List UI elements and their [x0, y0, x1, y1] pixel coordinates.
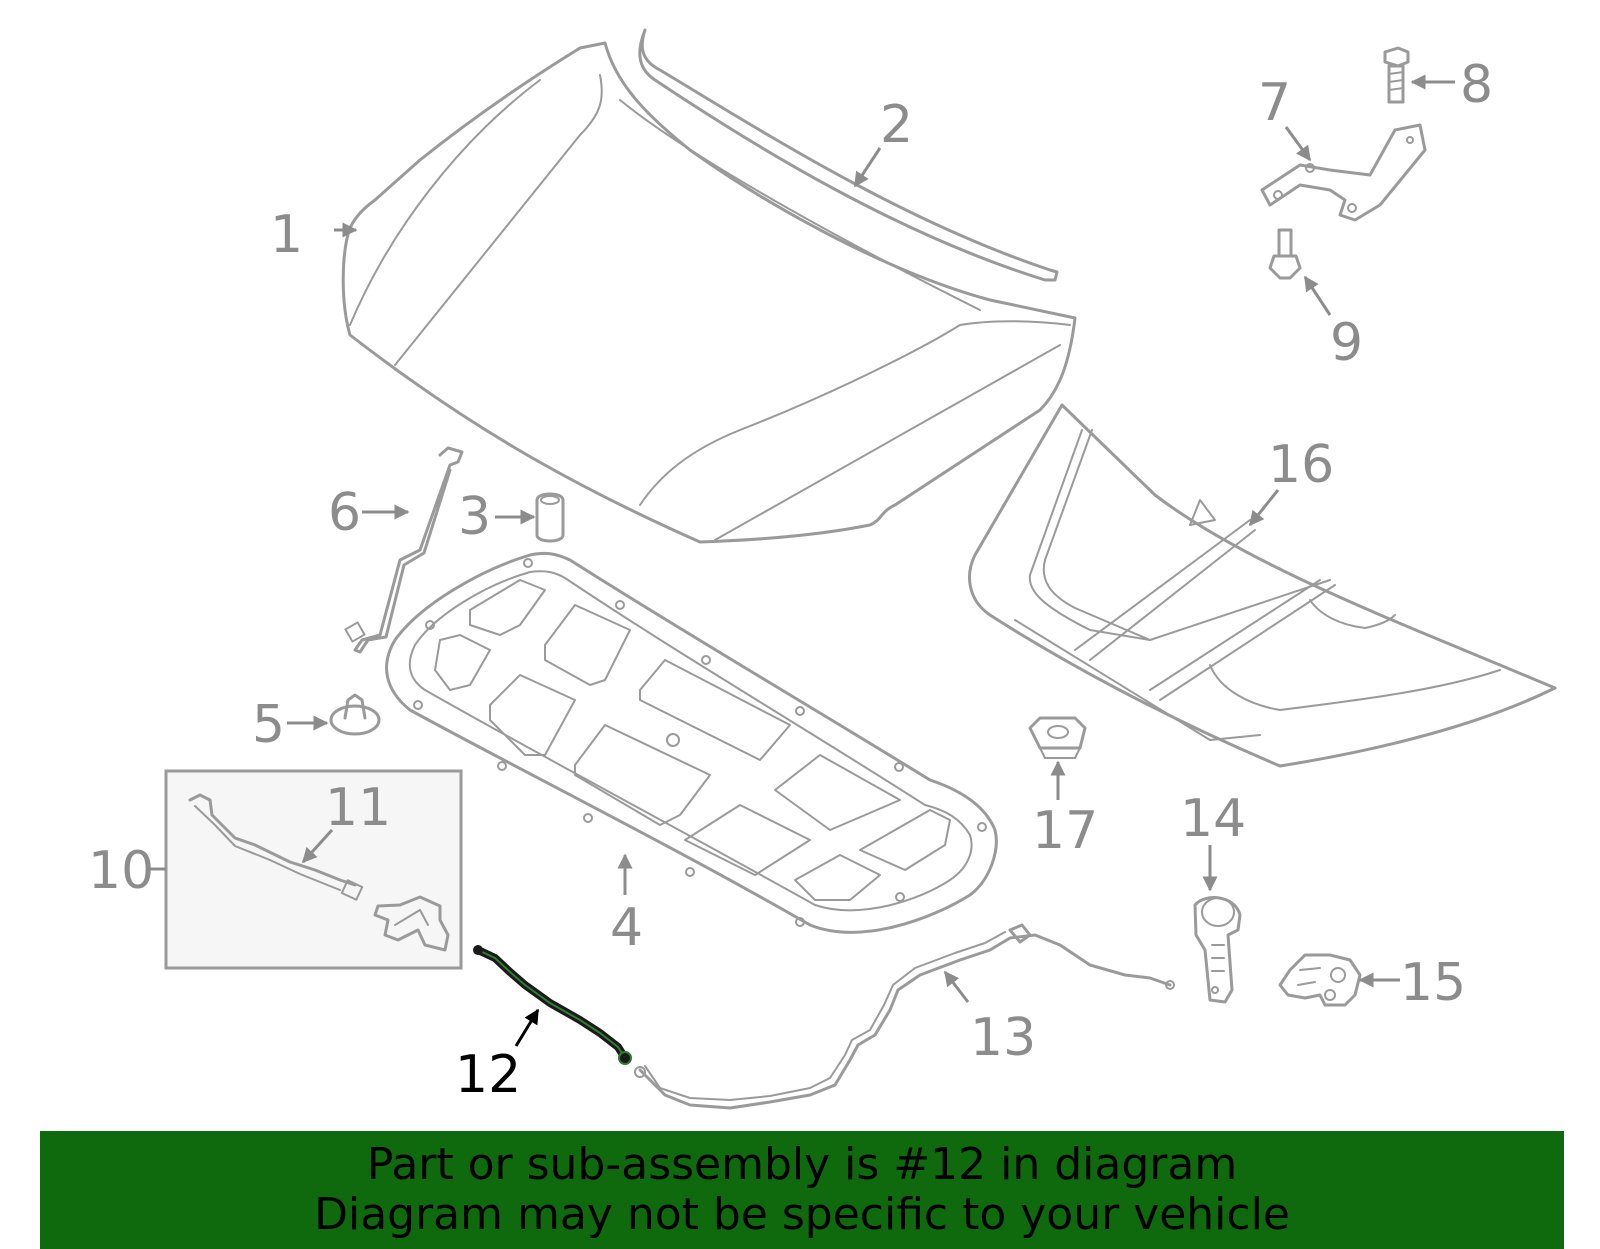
- callout-9[interactable]: 9: [1330, 313, 1363, 373]
- callout-10[interactable]: 10: [88, 841, 154, 901]
- callout-6[interactable]: 6: [328, 483, 361, 543]
- callout-12[interactable]: 12: [455, 1045, 521, 1105]
- callout-7[interactable]: 7: [1258, 73, 1291, 133]
- part-release-cable[interactable]: [634, 923, 1175, 1110]
- part-stay-rod[interactable]: [344, 446, 464, 654]
- part-insulator[interactable]: [968, 403, 1557, 768]
- callout-1[interactable]: 1: [270, 205, 303, 265]
- part-cable-highlighted[interactable]: [473, 945, 632, 1065]
- part-nut[interactable]: [1028, 716, 1087, 759]
- part-clip[interactable]: [329, 693, 381, 736]
- callout-14[interactable]: 14: [1180, 789, 1246, 849]
- part-inner-panel[interactable]: [385, 551, 998, 934]
- part-hinge[interactable]: [1260, 123, 1427, 222]
- part-latch[interactable]: [1278, 953, 1362, 1007]
- callout-2[interactable]: 2: [880, 95, 913, 155]
- callout-15[interactable]: 15: [1400, 953, 1466, 1013]
- info-banner: Part or sub-assembly is #12 in diagram D…: [40, 1131, 1564, 1249]
- callout-5[interactable]: 5: [252, 695, 285, 755]
- callout-17[interactable]: 17: [1032, 801, 1098, 861]
- part-release-handle[interactable]: [1193, 896, 1242, 1004]
- callout-4[interactable]: 4: [610, 898, 643, 958]
- callout-16[interactable]: 16: [1268, 435, 1334, 495]
- part-assembly-box[interactable]: [164, 769, 463, 970]
- callout-11[interactable]: 11: [325, 778, 391, 838]
- banner-line-2: Diagram may not be specific to your vehi…: [314, 1189, 1290, 1240]
- part-bolt-9[interactable]: [1268, 228, 1302, 280]
- callout-labels: 1 2 3 4 5 6 7 8 9 10 11 12 13 14 15 16 1…: [88, 55, 1493, 1105]
- callout-13[interactable]: 13: [970, 1008, 1036, 1068]
- part-bolt-8[interactable]: [1383, 46, 1410, 104]
- part-seal[interactable]: [638, 28, 1059, 282]
- callout-8[interactable]: 8: [1460, 55, 1493, 115]
- diagram-canvas: 1 2 3 4 5 6 7 8 9 10 11 12 13 14 15 16 1…: [88, 28, 1557, 1110]
- callout-3[interactable]: 3: [458, 487, 491, 547]
- part-hood[interactable]: [341, 41, 1077, 544]
- banner-line-1: Part or sub-assembly is #12 in diagram: [366, 1139, 1238, 1190]
- part-bumper[interactable]: [535, 492, 565, 543]
- callout-arrows: [146, 74, 1455, 1047]
